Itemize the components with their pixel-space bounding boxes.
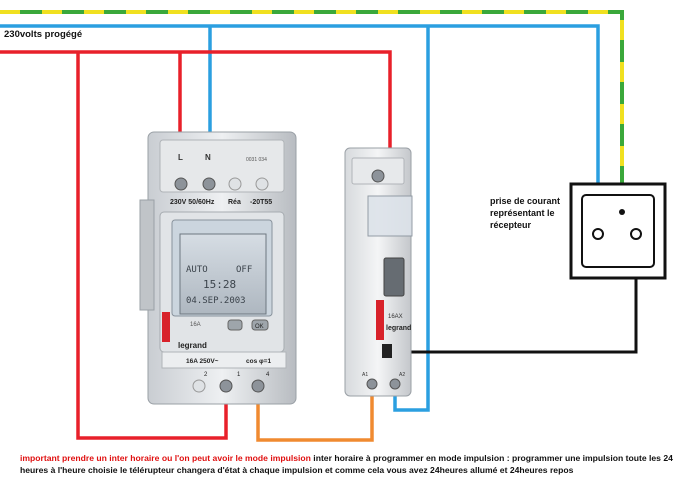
ref-label: Réa [228,199,241,206]
term-4-label: 4 [266,372,270,378]
display-time: 15:28 [203,278,236,291]
display-mode: AUTO [186,265,208,275]
relay-a1-screw [366,378,378,390]
relay-a2-screw [389,378,401,390]
cos-label: cos φ=1 [246,358,271,365]
note-body: inter horaire à programmer en mode impul… [20,453,673,475]
contact-rating-label: 16A 250V~ [186,358,219,365]
socket-hole-left [592,228,604,240]
terminal-n-label: N [205,153,211,162]
control-wire [256,380,374,442]
terminal-l-label: L [178,153,183,162]
socket-hole-right [630,228,642,240]
terminal-1-screw [219,379,233,393]
rating-label: 230V 50/60Hz [170,199,215,206]
supply-label: 230volts progégé [4,29,83,40]
instruction-note: important prendre un inter horaire ou l'… [20,452,692,476]
relay-brand: legrand [386,325,411,332]
earth-wire [0,10,624,226]
impulse-relay: 16AX legrand A1 A2 [344,147,413,397]
relay-output-terminal [382,344,392,358]
display-state: OFF [236,265,252,275]
relay-toggle[interactable] [383,257,405,297]
note-important: important prendre un inter horaire ou l'… [20,453,311,463]
ok-button-label: OK [255,324,264,330]
terminal-empty-a [228,177,242,191]
term-1-label: 1 [237,372,241,378]
display-date: 04.SEP.2003 [186,296,246,306]
terminal-empty-b [255,177,269,191]
socket-earth-pin [619,209,625,215]
time-switch: L N 0031 034 230V 50/60Hz Réa -20T55 AUT… [139,131,297,405]
term-2-label: 2 [204,372,208,378]
relay-a1-label: A1 [362,372,368,378]
timer-brand: legrand [178,341,207,350]
menu-button[interactable] [227,319,243,331]
terminal-2-screw [192,379,206,393]
terminal-n-screw [202,177,216,191]
brand-strip [162,312,170,342]
relay-brand-strip [376,300,384,340]
socket [569,182,667,280]
model-label: -20T55 [250,199,272,206]
amp-label: 16A [190,322,201,328]
ok-button[interactable] [251,319,269,331]
serial-label: 0031 034 [246,157,267,163]
relay-rating: 16AX [388,314,403,320]
receptacle-label: prise de courant représentant le récepte… [490,196,561,230]
relay-top-screw [371,169,385,183]
relay-a2-label: A2 [399,372,405,378]
terminal-4-screw [251,379,265,393]
terminal-l-screw [174,177,188,191]
